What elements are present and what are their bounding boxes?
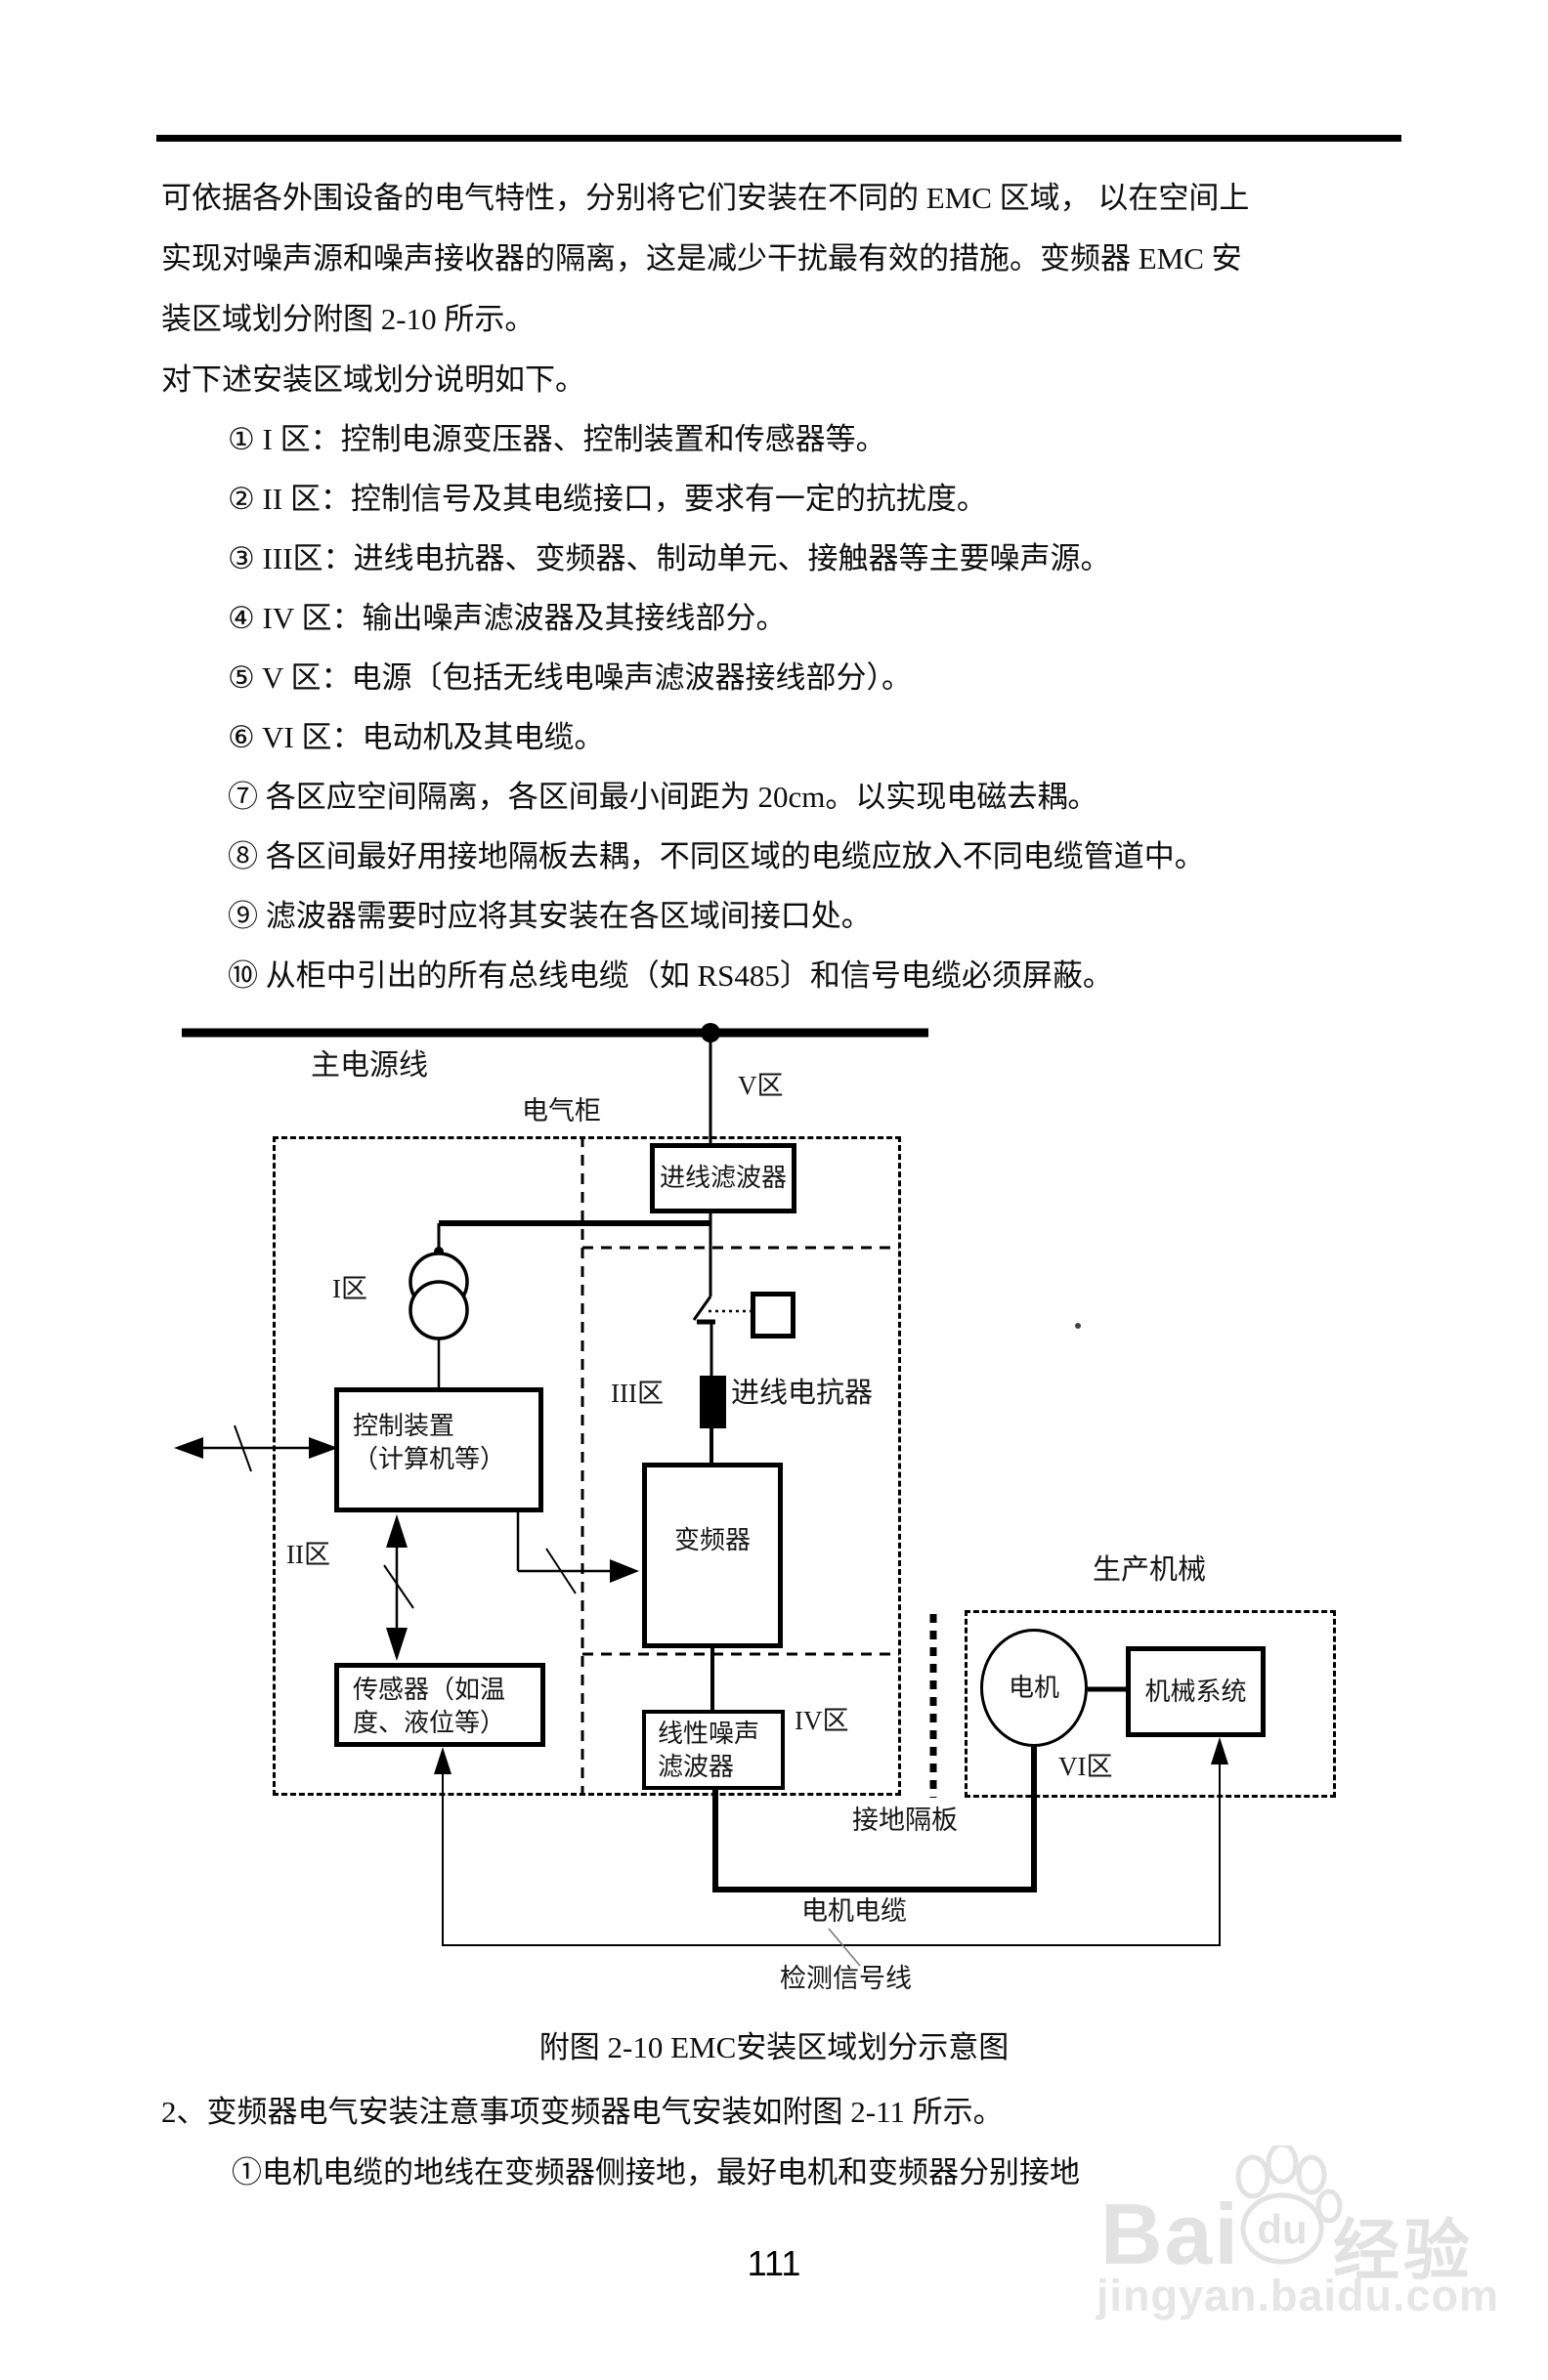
zone3-label: III区 (611, 1379, 664, 1408)
watermark-du-text: du (1257, 2206, 1307, 2252)
list-item: ② II 区：控制信号及其电缆接口，要求有一定的抗扰度。 (228, 482, 987, 516)
watermark-url: jingyan.baidu.com (1096, 2271, 1500, 2320)
inverter-label: 变频器 (673, 1526, 751, 1554)
list-item: ⑩ 从柜中引出的所有总线电缆（如 RS485〕和信号电缆必须屏蔽。 (228, 958, 1113, 993)
detect-signal-label: 检测信号线 (780, 1964, 912, 1993)
footer-line: 2、变频器电气安装注意事项变频器电气安装如附图 2-11 所示。 (161, 2095, 1004, 2129)
watermark: Bai du 经验 jingyan.baidu.com (1093, 2146, 1498, 2320)
sensor-label-line1: 传感器（如温 (353, 1676, 506, 1704)
list-item: ⑧ 各区间最好用接地隔板去耦，不同区域的电缆应放入不同电缆管道中。 (228, 839, 1205, 873)
linear-noise-filter-label-line2: 滤波器 (658, 1753, 735, 1781)
paragraph-line: 装区域划分附图 2-10 所示。 (161, 302, 536, 336)
watermark-brand: Bai du 经验 (1093, 2146, 1484, 2288)
mechanical-system-box: 机械系统 (1126, 1646, 1266, 1737)
electrical-cabinet-outline (273, 1136, 901, 1796)
motor-cable-label: 电机电缆 (801, 1896, 907, 1926)
zone6-label: VI区 (1058, 1752, 1113, 1781)
linear-noise-filter-box: 线性噪声 滤波器 (642, 1710, 785, 1790)
input-filter-box: 进线滤波器 (650, 1143, 796, 1213)
sensor-label-line2: 度、液位等） (353, 1709, 506, 1737)
footer-line: ①电机电缆的地线在变频器侧接地，最好电机和变频器分别接地 (232, 2155, 1080, 2189)
paragraph-line: 对下述安装区域划分说明如下。 (161, 362, 585, 397)
contactor-box (751, 1292, 796, 1339)
control-device-box: 控制装置 （计算机等） (334, 1387, 543, 1512)
zone5-label: V区 (738, 1071, 784, 1100)
zone1-label: I区 (332, 1274, 367, 1303)
list-item: ⑥ VI 区：电动机及其电缆。 (228, 720, 605, 754)
control-device-label-line1: 控制装置 (353, 1412, 455, 1440)
ground-partition-label: 接地隔板 (852, 1806, 958, 1835)
list-item: ⑤ V 区：电源〔包括无线电噪声滤波器接线部分）。 (228, 660, 913, 695)
baidu-paw-icon: du (1235, 2146, 1343, 2265)
motor-circle: 电机 (980, 1629, 1088, 1747)
page-number: 111 (747, 2243, 801, 2283)
zone2-label: II区 (286, 1540, 330, 1569)
production-machinery-label: 生产机械 (1093, 1554, 1207, 1586)
watermark-cn-text: 经验 (1333, 2214, 1475, 2288)
linear-noise-filter-label-line1: 线性噪声 (658, 1720, 760, 1748)
list-item: ⑨ 滤波器需要时应将其安装在各区域间接口处。 (228, 899, 872, 933)
inverter-box: 变频器 (642, 1463, 783, 1648)
motor-label: 电机 (1008, 1673, 1059, 1702)
list-item: ③ III区：进线电抗器、变频器、制动单元、接触器等主要噪声源。 (228, 541, 1111, 575)
control-device-label-line2: （计算机等） (353, 1445, 506, 1473)
input-filter-label: 进线滤波器 (659, 1164, 787, 1192)
paragraph-line: 实现对噪声源和噪声接收器的隔离，这是减少干扰最有效的措施。变频器 EMC 安 (161, 241, 1242, 276)
paragraph-line: 可依据各外围设备的电气特性，分别将它们安装在不同的 EMC 区域， 以在空间上 (161, 181, 1250, 215)
top-rule (156, 135, 1401, 142)
list-item: ⑦ 各区应空间隔离，各区间最小间距为 20cm。以实现电磁去耦。 (228, 780, 1098, 814)
main-power-line-label: 主电源线 (311, 1049, 428, 1082)
list-item: ④ IV 区：输出噪声滤波器及其接线部分。 (228, 601, 787, 635)
list-item: ① I 区：控制电源变压器、控制装置和传感器等。 (228, 422, 886, 456)
watermark-bai-text: Bai (1100, 2186, 1240, 2282)
sensor-box: 传感器（如温 度、液位等） (334, 1663, 545, 1747)
mechanical-system-label: 机械系统 (1144, 1677, 1247, 1706)
cabinet-label: 电气柜 (522, 1096, 601, 1126)
input-reactor-label: 进线电抗器 (731, 1378, 874, 1409)
zone4-label: IV区 (795, 1706, 849, 1735)
figure-caption: 附图 2-10 EMC安装区域划分示意图 (538, 2030, 1010, 2064)
production-machinery-outline (965, 1610, 1336, 1798)
